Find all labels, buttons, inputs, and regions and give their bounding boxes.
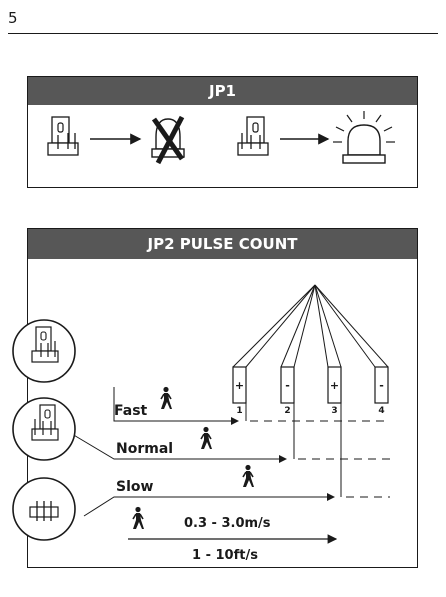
slow-row: Slow xyxy=(83,464,390,517)
jp2-panel: JP2 PULSE COUNT + xyxy=(12,228,418,568)
pin-header-icon xyxy=(29,501,59,521)
zone-number: 3 xyxy=(331,406,337,416)
zone-drop-lines xyxy=(245,403,342,497)
walking-person-icon xyxy=(132,506,145,530)
flashing-light-icon xyxy=(333,111,395,164)
zone-1: + 1 xyxy=(232,366,247,416)
crossed-light-icon xyxy=(151,115,185,165)
page-number: 5 xyxy=(8,9,18,27)
speed-metric: 0.3 - 3.0m/s xyxy=(184,516,271,531)
jp1-diagram xyxy=(47,111,395,165)
fast-row: Fast xyxy=(113,386,390,425)
jumper-normal-setting xyxy=(12,397,76,461)
jumper-fitted-icon xyxy=(31,404,59,441)
zone-2: - 2 xyxy=(280,366,295,416)
jp2-title: JP2 PULSE COUNT xyxy=(28,229,417,259)
fast-label: Fast xyxy=(114,403,148,419)
jumper-fitted-icon xyxy=(31,326,59,363)
zone-3: + 3 xyxy=(327,366,342,416)
jp2-diagram: + 1 - 2 + 3 - 4 Fast xyxy=(12,284,390,563)
walking-person-icon xyxy=(242,464,255,488)
zone-number: 2 xyxy=(284,406,290,416)
jumper-fast-setting xyxy=(12,319,76,383)
walking-person-icon xyxy=(200,426,213,450)
zone-number: 4 xyxy=(378,406,384,416)
zone-sign: - xyxy=(379,379,384,392)
slow-label: Slow xyxy=(116,479,154,495)
zone-sign: + xyxy=(235,379,244,392)
zone-sign: + xyxy=(330,379,339,392)
jp1-panel: JP1 xyxy=(27,76,418,188)
zone-number: 1 xyxy=(236,406,242,416)
zone-4: - 4 xyxy=(374,366,389,416)
zone-sign: - xyxy=(285,379,290,392)
detection-beams xyxy=(232,284,389,368)
speed-imperial: 1 - 10ft/s xyxy=(192,548,258,563)
jp1-title: JP1 xyxy=(28,77,417,105)
normal-label: Normal xyxy=(116,441,173,457)
walking-person-icon xyxy=(160,386,173,410)
speed-range: 0.3 - 3.0m/s 1 - 10ft/s xyxy=(128,506,338,563)
jumper-slow-setting xyxy=(12,477,76,541)
jumper-fitted-icon xyxy=(47,116,79,156)
normal-row: Normal xyxy=(71,426,390,463)
jumper-fitted-icon xyxy=(237,116,269,156)
top-divider xyxy=(8,33,438,34)
